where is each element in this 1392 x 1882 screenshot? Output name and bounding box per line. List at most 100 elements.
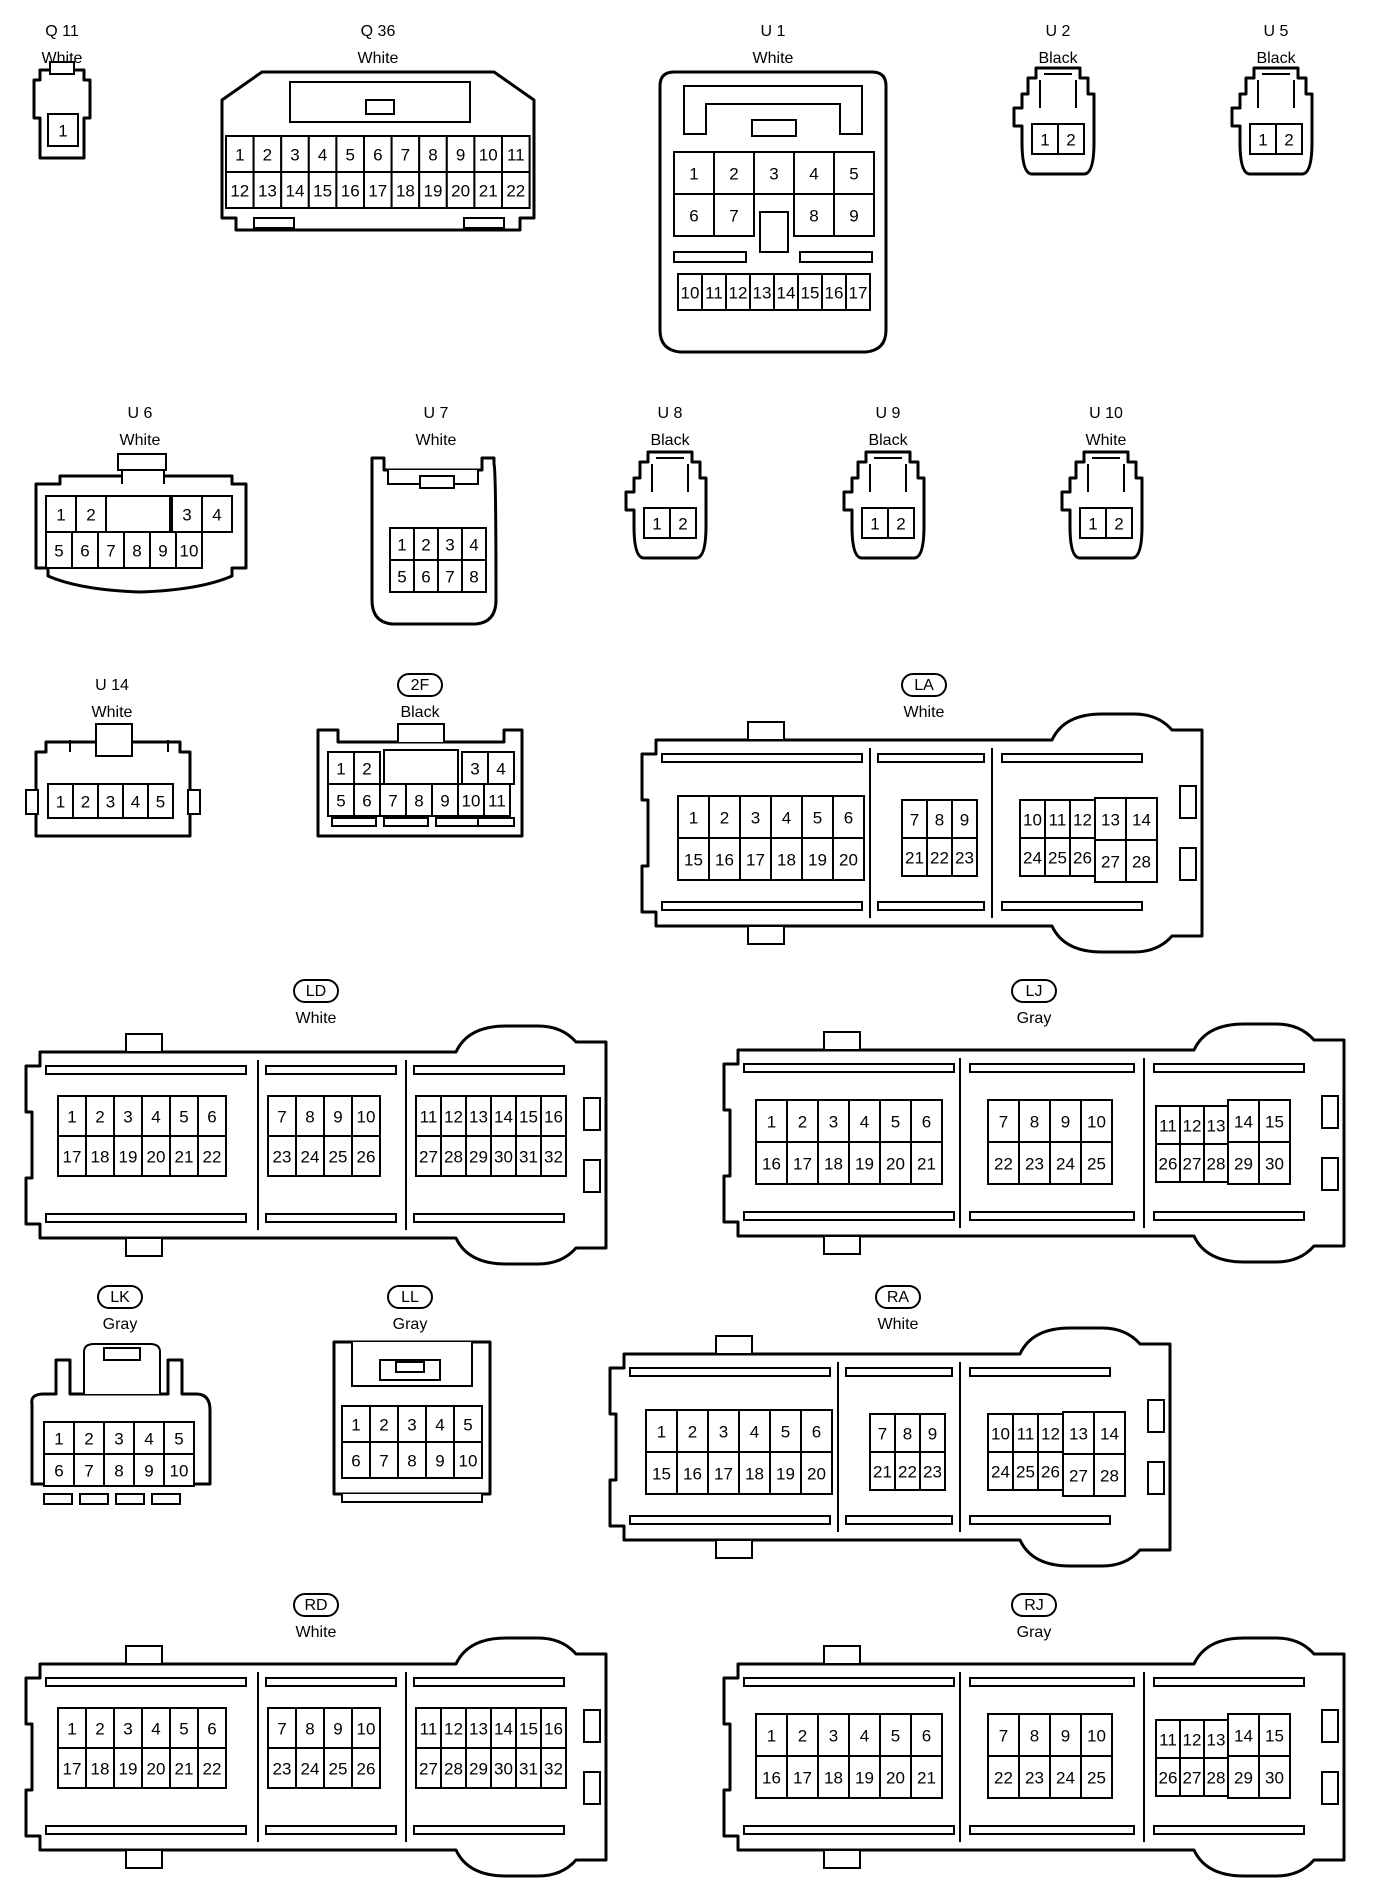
connector-color: Gray	[393, 1316, 428, 1333]
pin-number: 4	[750, 1423, 759, 1442]
pin-number: 18	[824, 1155, 843, 1174]
pin-number: 20	[451, 182, 470, 201]
edge	[69, 740, 169, 752]
pin-number: 2	[81, 793, 90, 812]
connector-color: Gray	[103, 1316, 138, 1333]
pin-cell	[327, 783, 355, 817]
rib	[969, 1825, 1135, 1835]
connector-color: White	[358, 50, 399, 67]
connector-color: Gray	[1017, 1624, 1052, 1641]
pin-cell	[57, 1135, 87, 1177]
pin-number: 2	[1284, 131, 1293, 150]
pin-number: 2	[421, 536, 430, 555]
pin-number: 5	[781, 1423, 790, 1442]
pin-cell	[72, 783, 99, 819]
pin-number: 6	[689, 207, 698, 226]
pin-number: 20	[886, 1155, 905, 1174]
pin-cell	[351, 1135, 381, 1177]
pin-cell	[57, 1747, 87, 1789]
connector-color: Black	[1256, 50, 1296, 67]
pin-number: 3	[470, 760, 479, 779]
pin-number: 10	[1087, 1727, 1106, 1746]
pin-number: 8	[305, 1720, 314, 1739]
pin-number: 4	[809, 165, 818, 184]
pin-cell	[440, 1747, 467, 1789]
pin-number: 11	[420, 1720, 438, 1739]
pin-number: 9	[928, 1425, 937, 1444]
connector-color: White	[120, 432, 161, 449]
pin-number: 1	[397, 536, 406, 555]
pin-number: 6	[207, 1108, 216, 1127]
end-latch	[583, 1097, 601, 1131]
base	[341, 1494, 483, 1503]
connector-color: Black	[650, 432, 690, 449]
key-cavity	[759, 211, 789, 253]
pin-number: 30	[494, 1760, 513, 1779]
side-tab	[187, 789, 201, 815]
rib	[969, 1063, 1135, 1073]
rib	[383, 817, 429, 827]
pin-cell	[267, 1747, 297, 1789]
pin-cell	[786, 1755, 819, 1799]
pin-cell	[800, 1409, 833, 1453]
pin-number: 7	[106, 542, 115, 561]
pin-number: 29	[469, 1148, 488, 1167]
pin-number: 23	[273, 1148, 292, 1167]
pin-cell	[987, 1413, 1014, 1453]
pin-number: 5	[891, 1113, 900, 1132]
pin-cell	[1275, 123, 1303, 155]
connector-color: Black	[868, 432, 908, 449]
pin-cell	[47, 113, 79, 147]
pin-number: 9	[456, 146, 465, 165]
pin-number: 6	[373, 146, 382, 165]
latch	[95, 723, 133, 757]
pin-number: 2	[896, 515, 905, 534]
pin-number: 22	[898, 1463, 917, 1482]
pin-number: 28	[1207, 1769, 1226, 1788]
pin-number: 19	[808, 851, 827, 870]
pin-cell	[341, 1441, 371, 1479]
connector-color: White	[416, 432, 457, 449]
mount-tab	[715, 1335, 753, 1355]
latch	[869, 457, 907, 492]
pin-number: 18	[777, 851, 796, 870]
pin-number: 11	[1159, 1731, 1177, 1750]
pin-number: 19	[119, 1760, 138, 1779]
pin-cell	[1227, 1099, 1260, 1143]
pin-cell	[1080, 1099, 1113, 1143]
pin-number: 17	[63, 1760, 82, 1779]
pin-number: 3	[114, 1430, 123, 1449]
pin-number: 16	[544, 1108, 563, 1127]
connector-code: U 8	[658, 405, 683, 422]
pin-cell	[457, 783, 485, 817]
pin-cell	[75, 495, 107, 533]
pin-number: 11	[705, 284, 723, 303]
pin-number: 2	[95, 1720, 104, 1739]
latch	[49, 61, 75, 75]
pin-cell	[323, 1747, 353, 1789]
pin-number: 23	[1025, 1155, 1044, 1174]
pin-number: 3	[182, 506, 191, 525]
pin-number: 15	[519, 1720, 538, 1739]
connector-code: U 1	[761, 23, 786, 40]
pin-cell	[267, 1707, 297, 1749]
pin-number: 11	[488, 792, 506, 811]
pin-number: 1	[54, 1430, 63, 1449]
pin-cell	[1069, 837, 1096, 877]
rib	[265, 1677, 397, 1687]
pin-number: 1	[56, 506, 65, 525]
rib	[1153, 1063, 1305, 1073]
pin-number: 1	[336, 760, 345, 779]
pin-number: 8	[809, 207, 818, 226]
connector-code: U 9	[876, 405, 901, 422]
pin-number: 14	[1132, 811, 1151, 830]
pin-number: 16	[762, 1155, 781, 1174]
